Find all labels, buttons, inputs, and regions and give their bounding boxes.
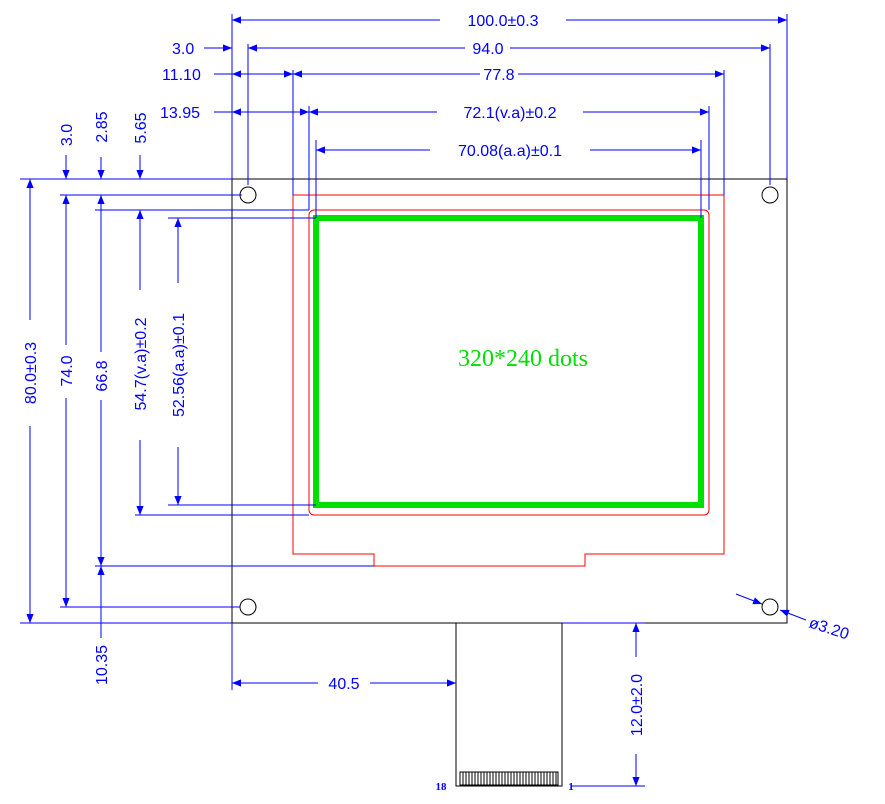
resolution-label: 320*240 dots — [458, 346, 588, 372]
svg-text:66.8: 66.8 — [94, 360, 111, 391]
svg-text:3.0: 3.0 — [59, 124, 76, 146]
pin-label-left: 18 — [436, 781, 448, 793]
dim-hole-pitch-y: 74.0 — [59, 195, 76, 607]
bezel-outline — [292, 194, 725, 567]
mount-hole-bottom-right — [761, 598, 779, 616]
dim-aa-width: 70.08(a.a)±0.1 — [316, 143, 701, 160]
svg-text:72.1(v.a)±0.2: 72.1(v.a)±0.2 — [464, 105, 557, 122]
svg-text:13.95: 13.95 — [160, 105, 200, 122]
fpc-pins — [459, 771, 559, 786]
mount-hole-bottom-left — [239, 598, 257, 616]
svg-text:10.35: 10.35 — [94, 645, 111, 685]
svg-text:77.8: 77.8 — [483, 67, 514, 84]
svg-text:54.7(v.a)±0.2: 54.7(v.a)±0.2 — [133, 317, 150, 410]
svg-text:100.0±0.3: 100.0±0.3 — [467, 13, 538, 30]
dim-width-total: 100.0±0.3 — [232, 13, 787, 30]
mount-hole-top-right — [761, 186, 779, 204]
dim-hole-offset-y: 3.0 — [59, 124, 76, 179]
svg-text:5.65: 5.65 — [133, 112, 150, 143]
dim-hole-diameter: ø3.20 — [735, 593, 851, 644]
dim-va-offset-x: 13.95 — [160, 105, 309, 122]
svg-text:11.10: 11.10 — [162, 67, 201, 84]
svg-text:52.56(a.a)±0.1: 52.56(a.a)±0.1 — [171, 313, 188, 417]
dim-hole-pitch-x: 94.0 — [248, 41, 770, 58]
dim-va-height: 54.7(v.a)±0.2 — [133, 210, 150, 515]
dim-va-width: 72.1(v.a)±0.2 — [309, 105, 709, 122]
dim-hole-offset-x: 3.0 — [172, 41, 232, 58]
dim-bezel-offset-y: 2.85 — [94, 111, 111, 179]
svg-text:80.0±0.3: 80.0±0.3 — [23, 342, 40, 404]
mount-hole-top-left — [239, 186, 257, 204]
fpc-cable — [455, 622, 563, 787]
dim-fpc-length: 12.0±2.0 — [562, 622, 646, 787]
viewing-area-outline — [308, 209, 710, 516]
svg-text:70.08(a.a)±0.1: 70.08(a.a)±0.1 — [458, 143, 562, 160]
svg-text:3.0: 3.0 — [172, 41, 194, 58]
active-area — [313, 215, 704, 508]
svg-text:94.0: 94.0 — [472, 41, 503, 58]
dim-bottom-offset: 10.35 — [94, 566, 111, 685]
svg-text:74.0: 74.0 — [59, 355, 76, 386]
dim-bezel-width: 77.8 — [293, 67, 724, 84]
dim-aa-height: 52.56(a.a)±0.1 — [171, 218, 188, 505]
svg-text:ø3.20: ø3.20 — [807, 615, 851, 644]
dim-bezel-offset-x: 11.10 — [162, 67, 293, 84]
dim-height-total: 80.0±0.3 — [23, 179, 40, 623]
svg-text:40.5: 40.5 — [328, 676, 359, 693]
dim-bezel-height: 66.8 — [94, 195, 111, 566]
dim-fpc-offset-x: 40.5 — [231, 623, 456, 693]
dim-va-offset-y: 5.65 — [133, 112, 150, 179]
svg-text:12.0±2.0: 12.0±2.0 — [629, 674, 646, 736]
svg-text:2.85: 2.85 — [94, 111, 111, 142]
pin-label-right: 1 — [568, 781, 574, 793]
